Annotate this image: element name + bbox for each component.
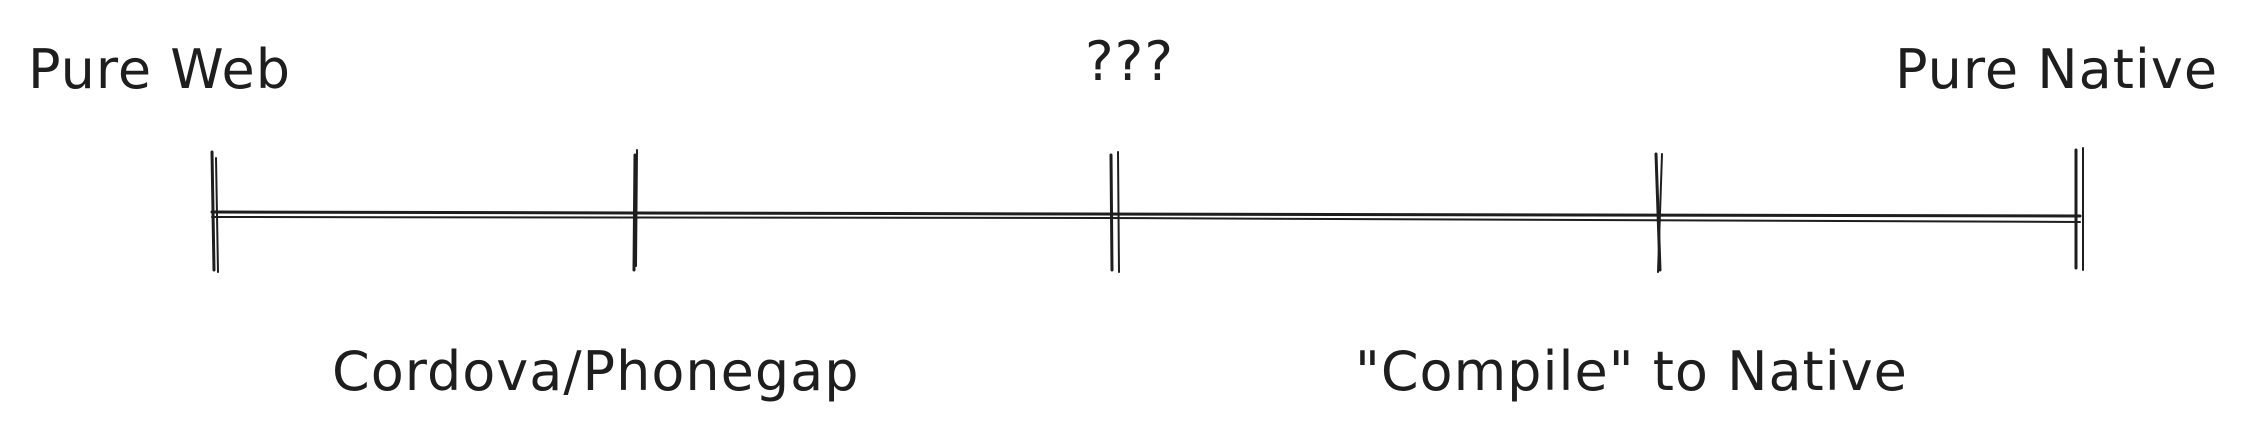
- label-unknown-middle: ???: [1085, 30, 1174, 93]
- label-compile-to-native: "Compile" to Native: [1355, 340, 1908, 403]
- label-cordova-phonegap: Cordova/Phonegap: [332, 340, 859, 403]
- tick-mark-2: [632, 149, 638, 272]
- tick-mark-1: [210, 150, 219, 273]
- tick-mark-3: [1109, 151, 1120, 273]
- tick-mark-5: [2074, 147, 2084, 271]
- label-pure-web: Pure Web: [28, 38, 291, 101]
- label-pure-native: Pure Native: [1895, 38, 2218, 101]
- spectrum-line: [210, 210, 2082, 223]
- tick-mark-4: [1654, 152, 1663, 273]
